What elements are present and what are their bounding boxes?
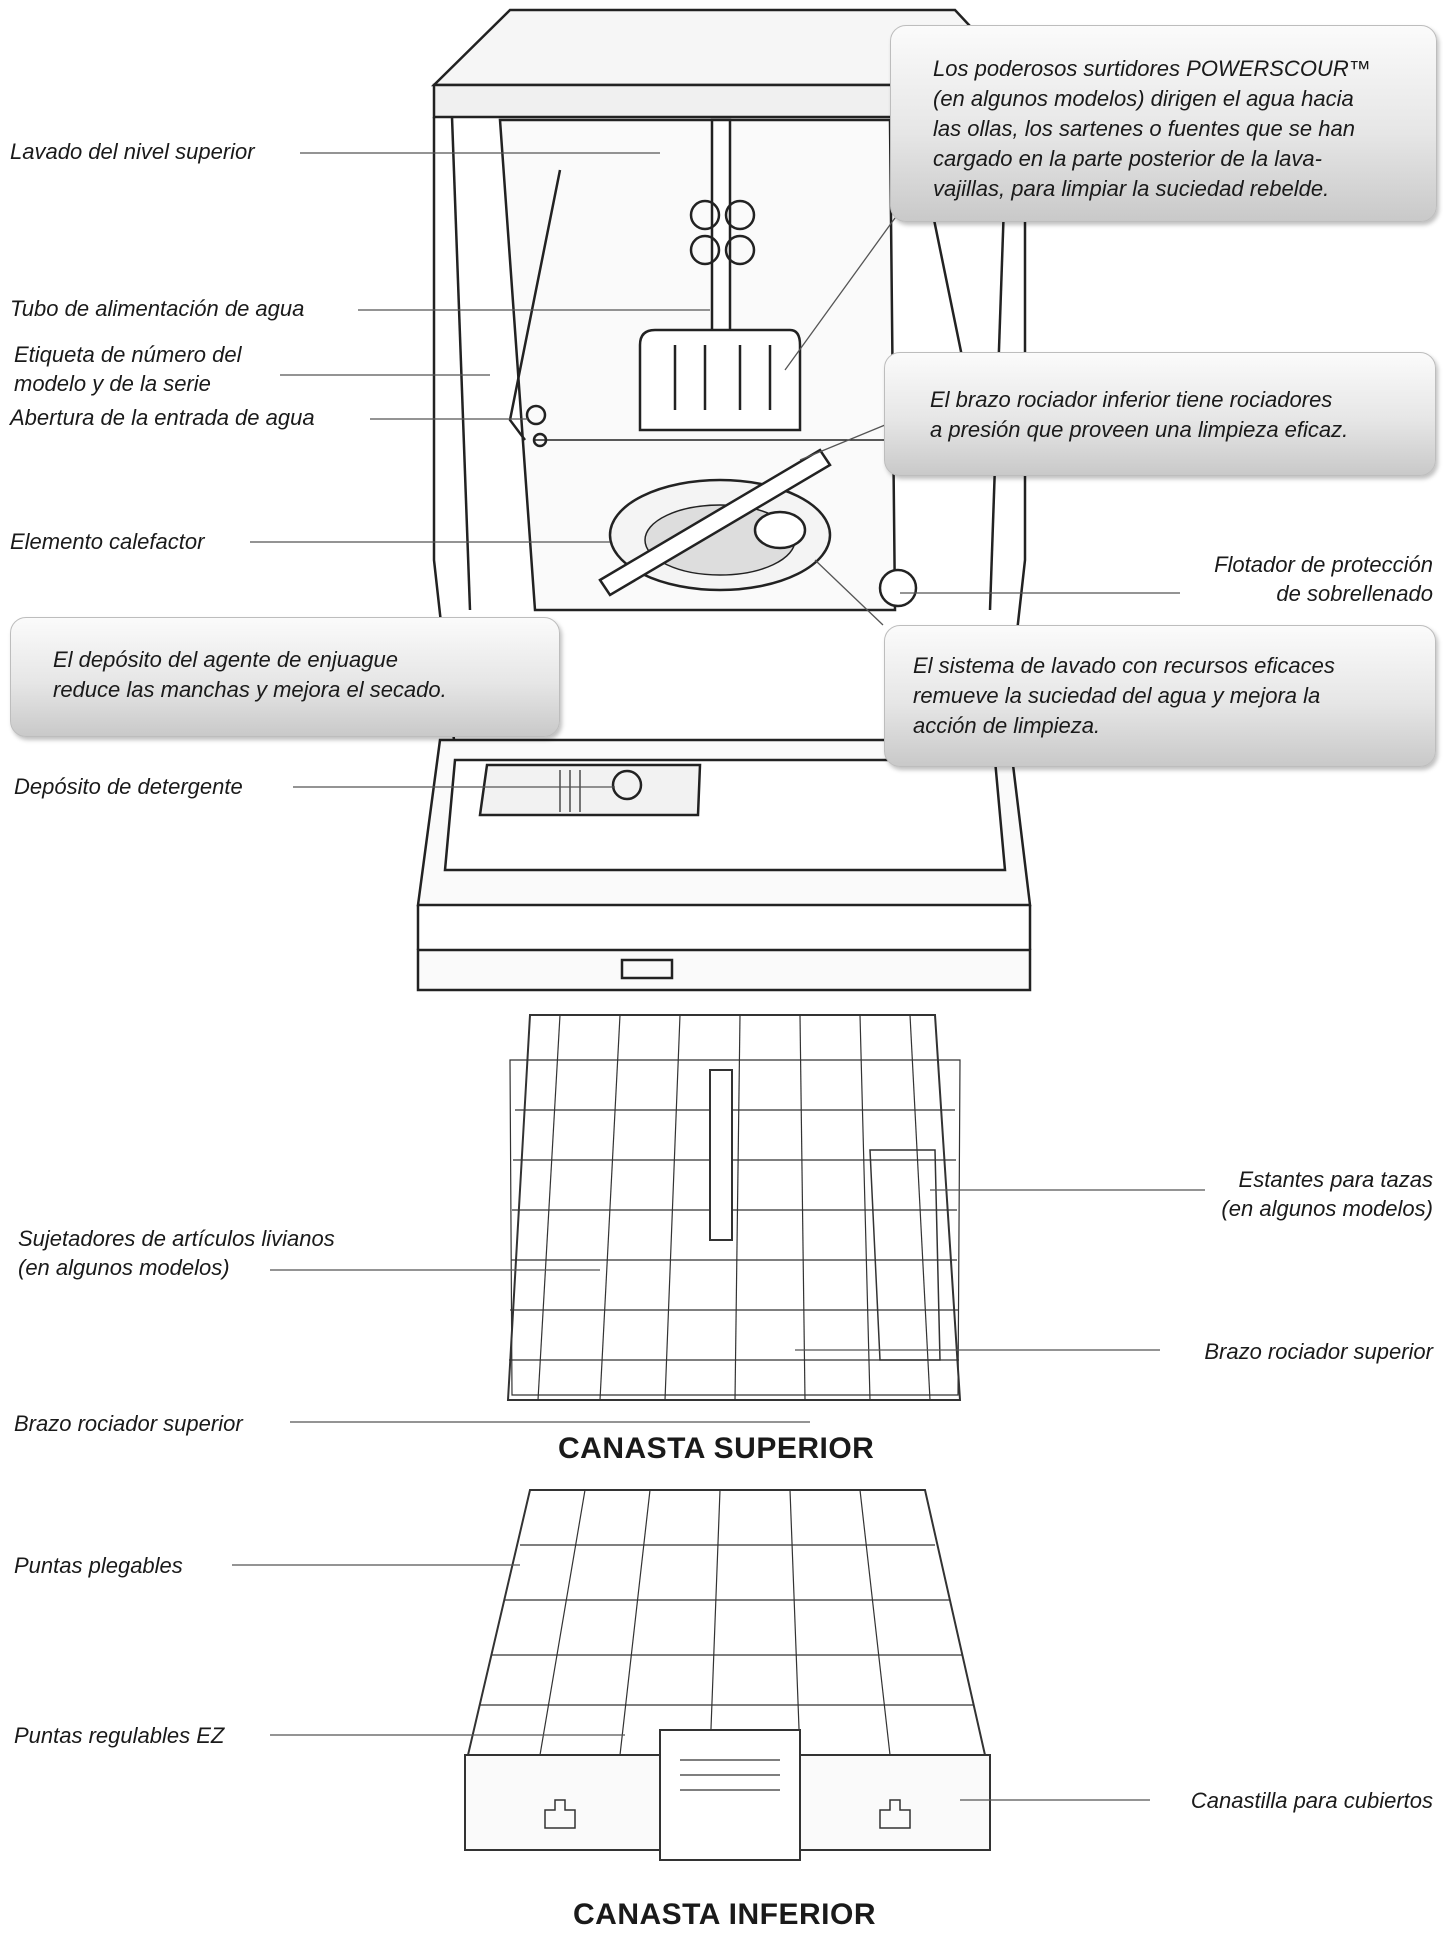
title-canasta-superior: CANASTA SUPERIOR bbox=[558, 1432, 875, 1465]
callout-brazo-inferior-line-2: a presión que proveen una limpieza efica… bbox=[930, 417, 1349, 442]
callout-sistema-lavado: El sistema de lavado con recursos eficac… bbox=[884, 625, 1436, 767]
callout-enjuague-line-2: reduce las manchas y mejora el secado. bbox=[53, 677, 447, 702]
callout-sistema-lavado-line-3: acción de limpieza. bbox=[913, 713, 1101, 738]
callout-enjuague-text: El depósito del agente de enjuague reduc… bbox=[53, 645, 447, 705]
label-etiqueta-line-1: Etiqueta de número del bbox=[14, 342, 242, 367]
label-sujetadores-line-2: (en algunos modelos) bbox=[18, 1255, 230, 1280]
label-estantes-line-2: (en algunos modelos) bbox=[1221, 1196, 1433, 1221]
lower-rack bbox=[464, 1489, 991, 1861]
upper-rack bbox=[506, 1014, 962, 1401]
label-flotador-line-2: de sobrellenado bbox=[1276, 581, 1433, 606]
label-estantes-tazas: Estantes para tazas (en algunos modelos) bbox=[1221, 1165, 1433, 1223]
label-estantes-line-1: Estantes para tazas bbox=[1238, 1167, 1433, 1192]
callout-powerscour-line-2: (en algunos modelos) dirigen el agua hac… bbox=[933, 86, 1354, 111]
callout-brazo-inferior-text: El brazo rociador inferior tiene rociado… bbox=[930, 385, 1348, 445]
label-sujetadores-line-1: Sujetadores de artículos livianos bbox=[18, 1226, 335, 1251]
label-deposito-detergente: Depósito de detergente bbox=[14, 774, 243, 799]
label-canastilla: Canastilla para cubiertos bbox=[1190, 1788, 1433, 1813]
label-brazo-superior-left: Brazo rociador superior bbox=[14, 1411, 243, 1436]
label-sujetadores: Sujetadores de artículos livianos (en al… bbox=[18, 1224, 335, 1282]
callout-powerscour-line-5: vajillas, para limpiar la suciedad rebel… bbox=[933, 176, 1330, 201]
callout-enjuague-line-1: El depósito del agente de enjuague bbox=[53, 647, 398, 672]
label-puntas-plegables: Puntas plegables bbox=[14, 1553, 183, 1578]
callout-sistema-lavado-line-1: El sistema de lavado con recursos eficac… bbox=[913, 653, 1335, 678]
callout-sistema-lavado-line-2: remueve la suciedad del agua y mejora la bbox=[913, 683, 1321, 708]
callout-powerscour-line-1: Los poderosos surtidores POWERSCOUR™ bbox=[933, 56, 1371, 81]
callout-brazo-inferior: El brazo rociador inferior tiene rociado… bbox=[884, 352, 1436, 476]
callout-powerscour-line-3: las ollas, los sartenes o fuentes que se… bbox=[933, 116, 1355, 141]
leader-lines bbox=[232, 152, 1205, 1801]
callout-powerscour: Los poderosos surtidores POWERSCOUR™ (en… bbox=[890, 25, 1437, 222]
label-brazo-superior-right: Brazo rociador superior bbox=[1204, 1339, 1433, 1364]
callout-brazo-inferior-line-1: El brazo rociador inferior tiene rociado… bbox=[930, 387, 1333, 412]
callout-powerscour-line-4: cargado en la parte posterior de la lava… bbox=[933, 146, 1322, 171]
callout-powerscour-text: Los poderosos surtidores POWERSCOUR™ (en… bbox=[933, 54, 1371, 204]
label-lavado-nivel-superior: Lavado del nivel superior bbox=[10, 139, 255, 164]
label-flotador-line-1: Flotador de protección bbox=[1214, 552, 1433, 577]
label-tubo-alimentacion: Tubo de alimentación de agua bbox=[10, 296, 305, 321]
label-flotador: Flotador de protección de sobrellenado bbox=[1214, 550, 1433, 608]
label-abertura-entrada: Abertura de la entrada de agua bbox=[10, 405, 315, 430]
label-etiqueta-line-2: modelo y de la serie bbox=[14, 371, 211, 396]
label-etiqueta-modelo: Etiqueta de número del modelo y de la se… bbox=[14, 340, 242, 398]
title-canasta-inferior: CANASTA INFERIOR bbox=[573, 1898, 876, 1931]
label-elemento-calefactor: Elemento calefactor bbox=[10, 529, 205, 554]
callout-enjuague: El depósito del agente de enjuague reduc… bbox=[10, 617, 560, 737]
callout-sistema-lavado-text: El sistema de lavado con recursos eficac… bbox=[913, 651, 1335, 741]
label-puntas-regulables: Puntas regulables EZ bbox=[14, 1723, 225, 1748]
